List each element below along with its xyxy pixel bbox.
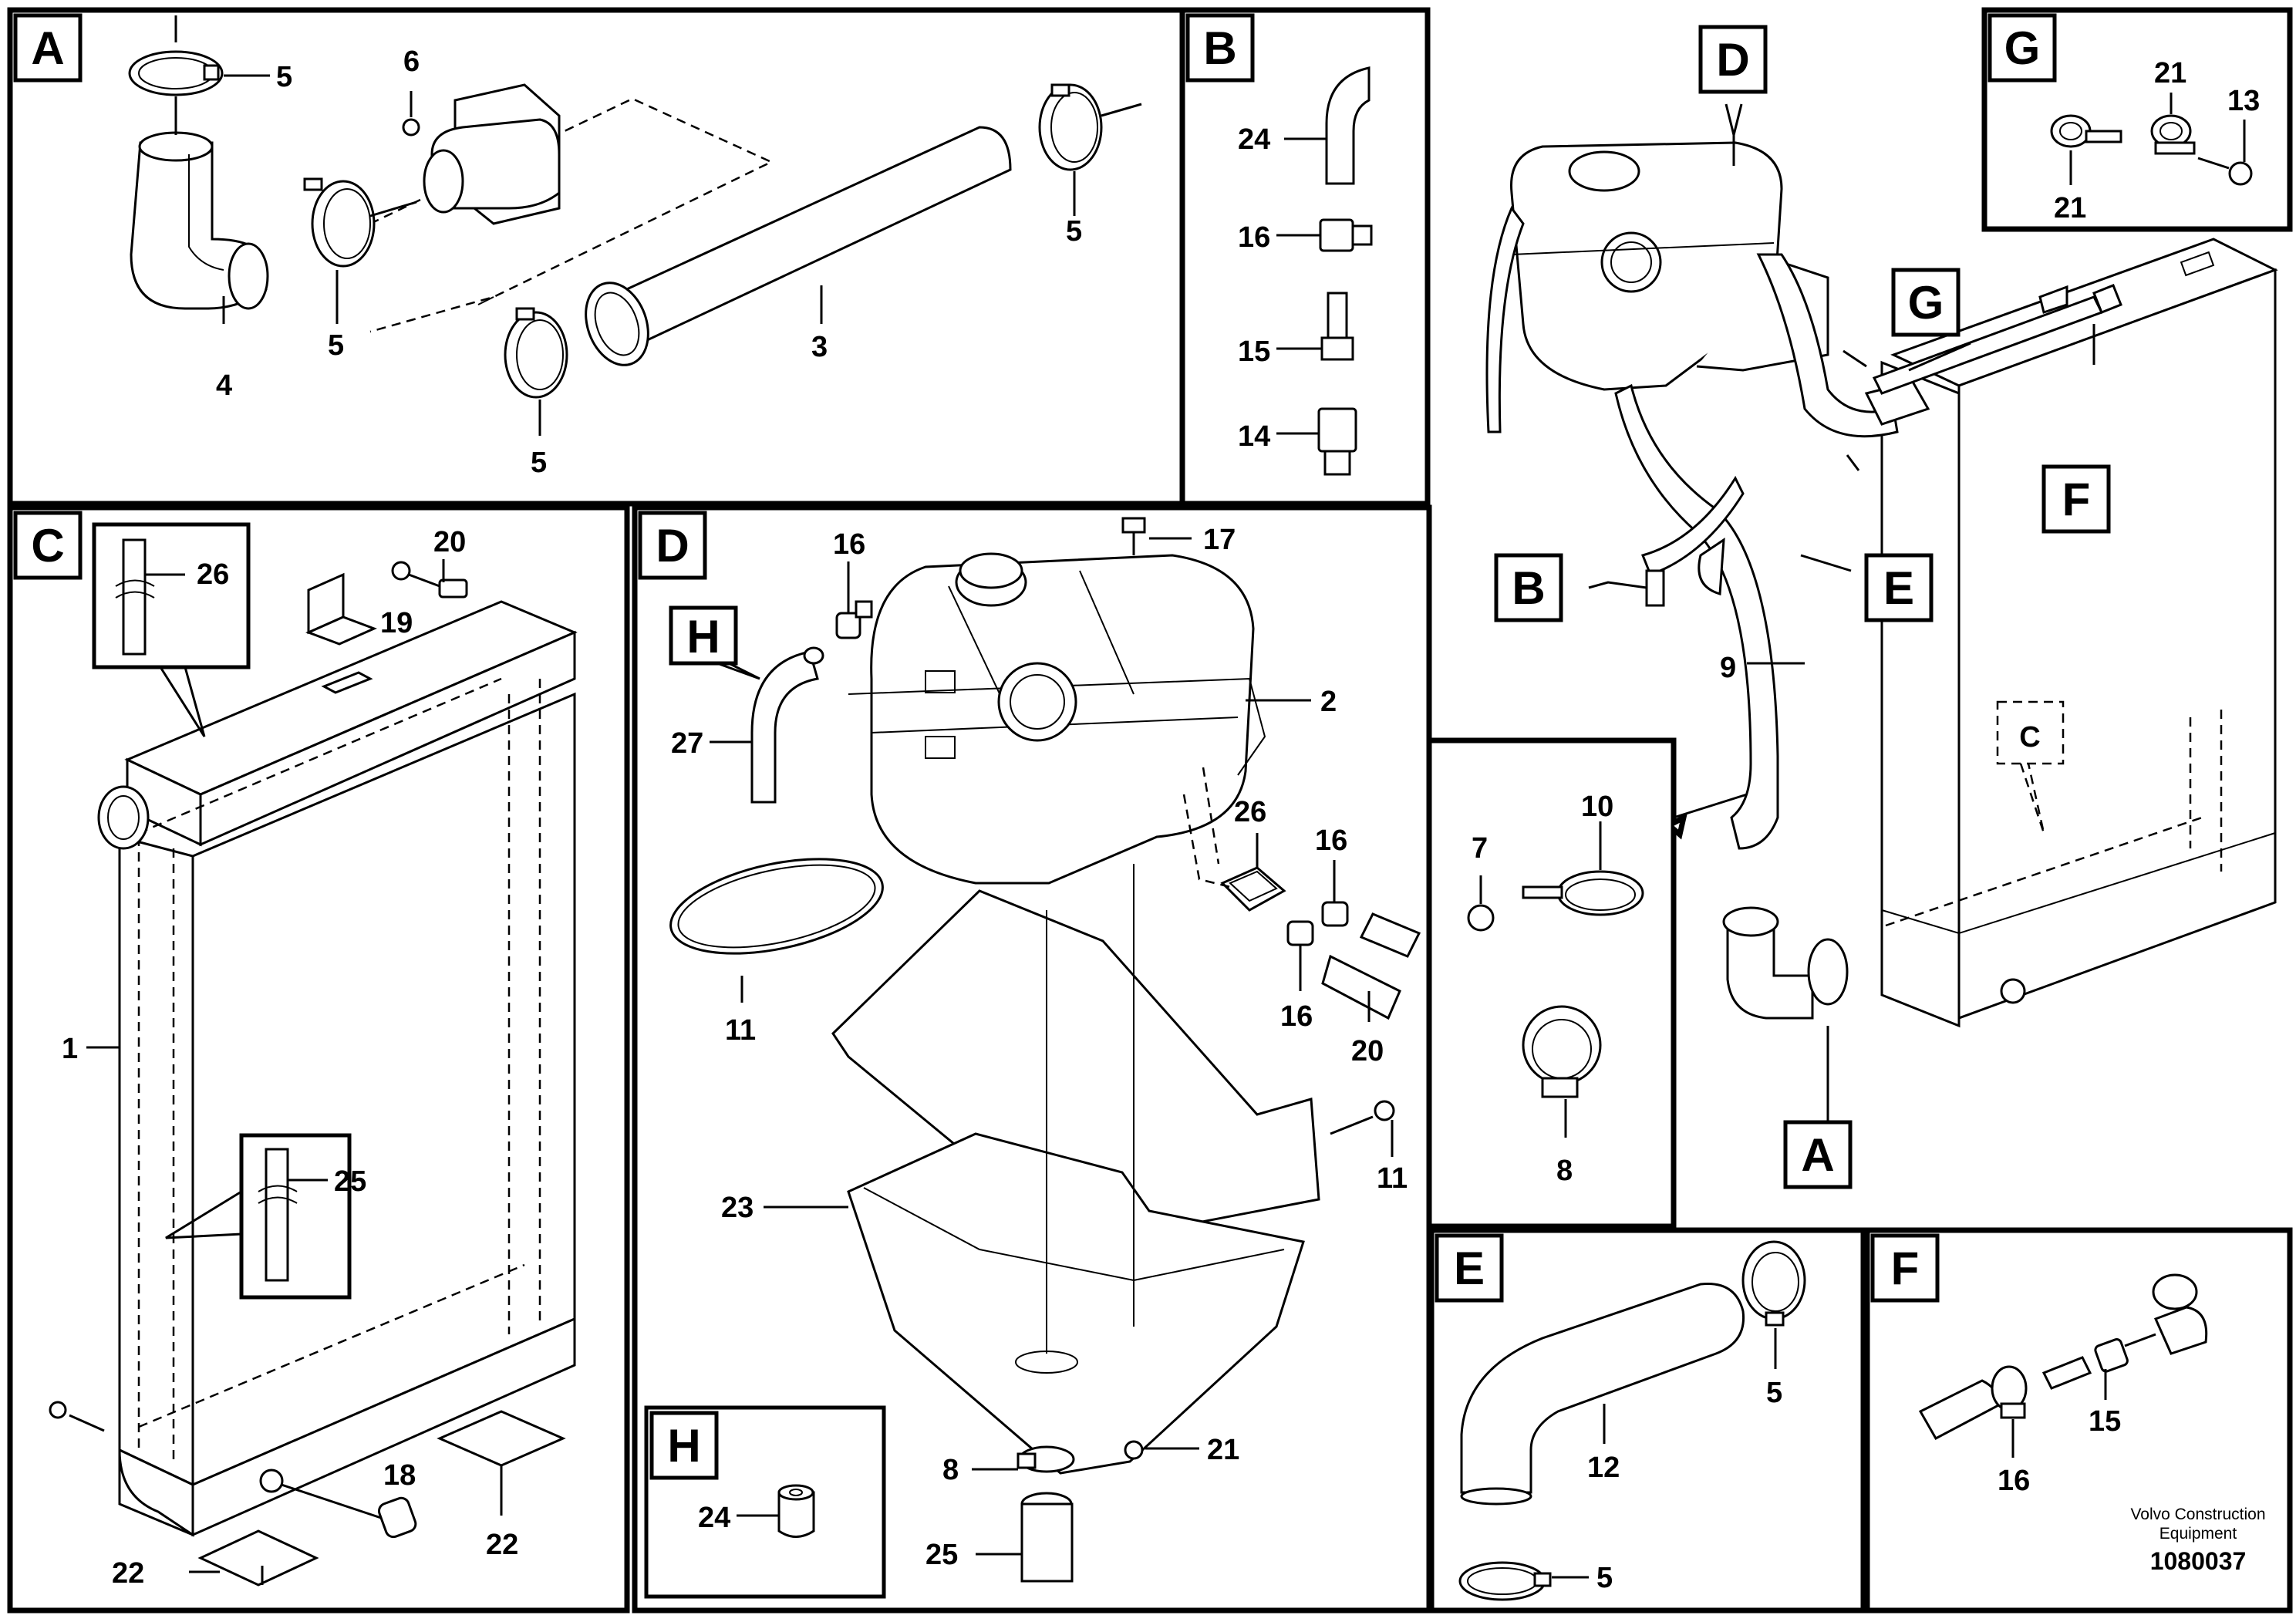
label-g-21-top: 21: [2154, 57, 2186, 89]
drawing-number: 1080037: [2150, 1547, 2247, 1575]
label-d-11-bolt: 11: [1377, 1162, 1408, 1195]
section-label-a: A: [31, 22, 64, 74]
label-a-6: 6: [403, 46, 420, 78]
footer: Volvo Construction Equipment 1080037: [2130, 1506, 2265, 1575]
label-b-14: 14: [1238, 420, 1270, 453]
overview-callout-b: B: [1512, 562, 1545, 614]
overview-callout-c: C: [2019, 721, 2040, 754]
label-f-16: 16: [1998, 1465, 2030, 1497]
label-d-16-top: 16: [833, 528, 865, 561]
label-b-15: 15: [1238, 336, 1270, 368]
label-m-8: 8: [1556, 1155, 1573, 1187]
overview-callouts: D G F B E C A 9: [1494, 25, 2111, 1189]
label-a-3: 3: [811, 331, 828, 363]
section-labels: A B C D G E F H: [13, 13, 2057, 1599]
label-d-27: 27: [671, 727, 703, 760]
label-d-25: 25: [925, 1539, 958, 1571]
panel-f-labels: 16 15: [1998, 1405, 2121, 1497]
panel-e-drawing: [1458, 1240, 1806, 1601]
label-d-2: 2: [1320, 686, 1337, 718]
label-d-16-right: 16: [1315, 824, 1347, 857]
overview-callout-a: A: [1801, 1129, 1834, 1181]
label-c-18: 18: [383, 1459, 416, 1492]
panel-b-drawing: [1276, 66, 1373, 476]
label-a-4: 4: [216, 369, 232, 402]
panel-e-labels: 5 12 5: [1587, 1377, 1782, 1594]
panel-frames: [7, 7, 2293, 1614]
label-d-8: 8: [942, 1454, 959, 1486]
label-e-5-bottom: 5: [1596, 1562, 1613, 1594]
panel-c-drawing: [49, 522, 578, 1587]
panel-f-drawing: [1918, 1273, 2208, 1458]
label-c-22-right: 22: [486, 1529, 518, 1561]
label-c-1: 1: [62, 1033, 78, 1065]
label-b-24: 24: [1238, 123, 1270, 156]
label-c-26: 26: [197, 558, 229, 591]
panel-d-labels: H 16 17 2 27 26 16 16 20 11 11 23 8 21 2…: [671, 524, 1408, 1571]
label-b-16: 16: [1238, 221, 1270, 254]
panel-a-labels: 5 6 5 5 4 3 5: [216, 46, 1082, 479]
panel-a-drawing: [128, 15, 1142, 436]
label-a-5-mid: 5: [328, 329, 344, 362]
label-d-21: 21: [1207, 1434, 1239, 1466]
overview-callout-f: F: [2062, 474, 2091, 525]
panel-h-drawing: 24: [698, 1484, 815, 1538]
panel-g-drawing: [2050, 93, 2253, 186]
label-m-10: 10: [1581, 791, 1613, 823]
panel-mid-drawing: [1467, 821, 1644, 1138]
overview-drawing: [1485, 135, 2278, 1122]
label-c-22-left: 22: [112, 1557, 144, 1590]
label-g-13: 13: [2227, 85, 2260, 117]
label-d-17: 17: [1203, 524, 1236, 556]
label-c-19: 19: [380, 607, 413, 639]
panel-d-drawing: [669, 517, 1421, 1583]
label-e-12: 12: [1587, 1452, 1620, 1484]
callout-h: H: [686, 611, 720, 663]
panel-mid-labels: 7 10 8: [1472, 791, 1613, 1187]
label-overview-9: 9: [1720, 652, 1736, 684]
label-d-23: 23: [721, 1192, 754, 1224]
panel-g-labels: 21 13 21: [2054, 57, 2260, 224]
label-d-20: 20: [1351, 1035, 1384, 1067]
overview-callout-d: D: [1716, 34, 1749, 86]
label-m-7: 7: [1472, 832, 1488, 865]
label-g-21-bottom: 21: [2054, 192, 2086, 224]
label-a-5-right: 5: [1066, 215, 1082, 248]
section-label-f: F: [1891, 1243, 1920, 1294]
label-c-25: 25: [334, 1165, 366, 1198]
section-label-e: E: [1454, 1243, 1485, 1294]
overview-callout-g: G: [1908, 277, 1944, 329]
panel-c-labels: 26 20 19 1 25 18 22 22: [62, 526, 518, 1590]
label-e-5-top: 5: [1766, 1377, 1782, 1409]
label-h-24: 24: [698, 1502, 730, 1534]
panel-b-labels: 24 16 15 14: [1238, 123, 1270, 453]
label-f-15: 15: [2089, 1405, 2121, 1438]
overview-callout-e: E: [1883, 562, 1914, 614]
section-label-d: D: [656, 520, 689, 572]
section-label-g: G: [2004, 22, 2041, 74]
label-c-20: 20: [433, 526, 466, 558]
label-d-26: 26: [1234, 796, 1266, 828]
label-d-11-ring: 11: [725, 1014, 756, 1047]
section-label-h: H: [667, 1420, 700, 1472]
brand-line-2: Equipment: [2159, 1525, 2237, 1543]
section-label-b: B: [1203, 22, 1236, 74]
brand-line-1: Volvo Construction: [2130, 1506, 2265, 1523]
label-a-5-bottom: 5: [531, 447, 547, 479]
label-d-16-lower: 16: [1280, 1000, 1313, 1033]
label-a-5-top: 5: [276, 61, 292, 93]
section-label-c: C: [31, 520, 64, 572]
